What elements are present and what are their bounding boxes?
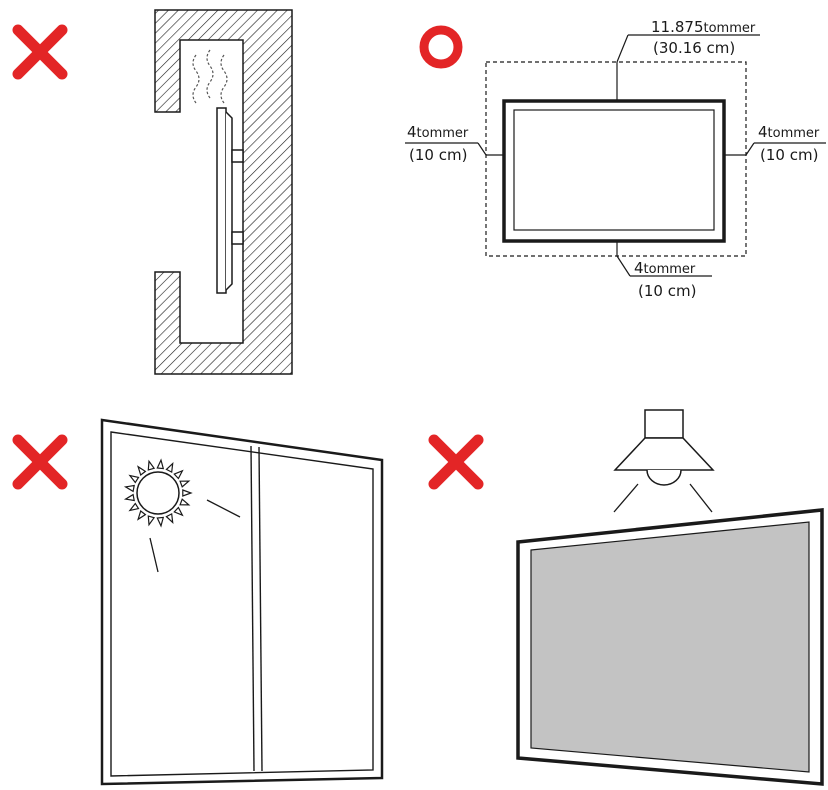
- top-clearance-marker: [616, 34, 760, 101]
- panel-sunlight-window: [12, 418, 384, 786]
- sun-ray: [147, 515, 156, 527]
- sun-ray: [165, 512, 174, 525]
- x-icon: [12, 434, 68, 490]
- sun-ray: [165, 461, 174, 474]
- sun-ray: [137, 510, 147, 521]
- sun-ray: [123, 493, 135, 502]
- sun-ray: [147, 459, 156, 471]
- sun-ray: [173, 506, 184, 517]
- sun-ray: [173, 469, 184, 480]
- ceiling-lamp-icon: [613, 409, 715, 486]
- circle-icon: [419, 25, 463, 69]
- sun-ray: [123, 484, 135, 493]
- sun-ray: [137, 465, 147, 476]
- display-angled: [516, 508, 824, 786]
- sun-ray: [179, 498, 191, 506]
- sun-ray: [179, 480, 191, 488]
- wall-mounted-display-side: [216, 107, 244, 294]
- hatched-wall: [154, 9, 293, 375]
- window-frame: [100, 418, 384, 786]
- left-clearance-marker: [405, 142, 504, 156]
- x-icon: [12, 24, 68, 80]
- right-clearance-metric: (10 cm): [760, 146, 818, 164]
- left-clearance-metric: (10 cm): [409, 146, 467, 164]
- bottom-clearance-label: 4tommer: [634, 259, 696, 277]
- sun-ray: [156, 458, 165, 470]
- bottom-clearance-metric: (10 cm): [638, 282, 696, 300]
- top-clearance-metric: (30.16 cm): [653, 39, 735, 57]
- panel-overhead-lamp: [428, 409, 824, 786]
- sun-ray: [156, 516, 165, 528]
- panel-wall-recess: [12, 9, 293, 375]
- bottom-clearance-marker: [616, 241, 712, 277]
- panel-clearance: 11.875tommer (30.16 cm) 4tommer (10 cm) …: [405, 18, 826, 300]
- light-beam-lines: [613, 483, 713, 513]
- right-clearance-marker: [724, 142, 826, 156]
- sun-ray: [182, 489, 193, 497]
- sun-ray: [128, 474, 140, 484]
- x-icon: [428, 434, 484, 490]
- sun-icon: [123, 458, 193, 528]
- right-clearance-label: 4tommer: [758, 123, 820, 141]
- display-front: [502, 99, 726, 243]
- clearance-boundary: [485, 61, 747, 257]
- top-clearance-label: 11.875tommer: [651, 18, 756, 36]
- left-clearance-label: 4tommer: [407, 123, 469, 141]
- heat-waves-icon: [192, 49, 228, 104]
- sun-ray-lines: [149, 499, 241, 573]
- sun-ray: [128, 502, 140, 512]
